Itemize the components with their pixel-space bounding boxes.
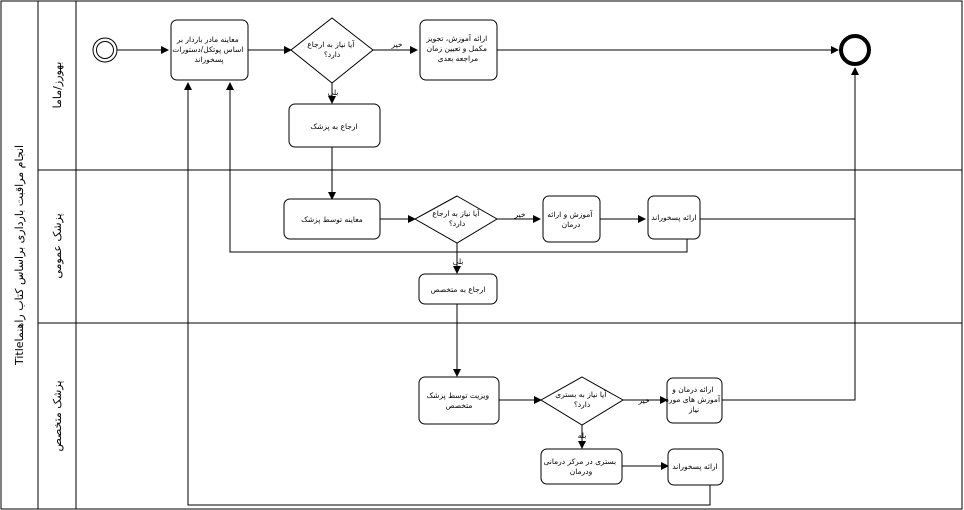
edges	[117, 46, 859, 506]
text-doctor-exam: معاینه توسط پزشک	[301, 215, 363, 224]
task-edu-treat	[542, 195, 601, 243]
task-refer-doctor	[288, 103, 381, 148]
end-event	[839, 34, 871, 66]
text-feedback: ارائه پسخوراند	[651, 213, 697, 222]
task-specialist-visit	[418, 376, 500, 425]
text-specialist-visit: ویزیت توسط پزشک متخصص	[426, 391, 491, 410]
task-feedback	[647, 195, 701, 240]
text-admit: بستری در مرکز درمانی ودرمان	[543, 457, 618, 476]
edge-treat-edu-to-end	[722, 70, 856, 401]
gateway-needs-referral	[290, 17, 374, 84]
lane-label-general-practitioner: پزشک عمومی	[51, 213, 64, 278]
lane-label-specialist: پزشک متخصص	[51, 380, 64, 451]
text-q-referral: آیا نیاز به ارجاع دارد؟	[307, 39, 356, 59]
edge-label-yes-2: بلی	[453, 257, 464, 266]
edge-feedback-back-to-exam	[226, 82, 688, 253]
text-q-admission: آیا نیاز به بستری دارد؟	[555, 389, 608, 409]
lane-labels: بهورز/ماما پزشک عمومی پزشک متخصص	[51, 62, 64, 452]
edge-label-yes-1: بلی	[328, 88, 339, 97]
text-education: ارائه آموزش، تجویز مکمل و تعیین زمان مرا…	[425, 33, 489, 63]
task-doctor-exam	[283, 198, 381, 240]
text-refer-specialist: ارجاع به متخصص	[431, 285, 486, 294]
text-exam-mother: معاینه مادر باردار بر اساس پوتکل/دستورات…	[172, 35, 246, 64]
start-event	[92, 37, 118, 63]
task-education	[419, 19, 498, 81]
gateway-needs-admission	[540, 376, 624, 426]
task-feedback2	[667, 448, 724, 486]
text-q-referral-doctor: آیا نیاز به ارجاع دارد؟	[432, 208, 481, 228]
task-refer-specialist	[418, 273, 498, 305]
task-treat-edu	[666, 377, 723, 424]
text-refer-doctor: ارجاع به پزشک	[310, 122, 357, 131]
text-feedback2: ارائه پسخوراند	[672, 462, 718, 471]
edge-label-no-1: خیر	[390, 40, 402, 49]
edge-label-no-2: خیر	[513, 210, 525, 219]
pool-title: Titleانجام مراقبت بارداری براساس کتاب را…	[13, 145, 26, 366]
task-exam-mother	[170, 19, 249, 81]
edge-feedback2-back-to-exam	[184, 82, 711, 506]
edge-feedback-to-end	[700, 67, 859, 220]
edge-label-no-3: خیر	[637, 396, 649, 405]
task-admit	[540, 448, 623, 485]
edge-label-yes-3: بله	[578, 431, 587, 440]
text-treat-edu: ارائه درمان و آموزش های مورد نیاز	[666, 385, 723, 414]
lane-label-health-worker: بهورز/ماما	[51, 62, 64, 109]
gateway-needs-referral-doctor	[413, 195, 498, 244]
text-edu-treat: آموزش و ارائه درمان	[547, 209, 594, 229]
